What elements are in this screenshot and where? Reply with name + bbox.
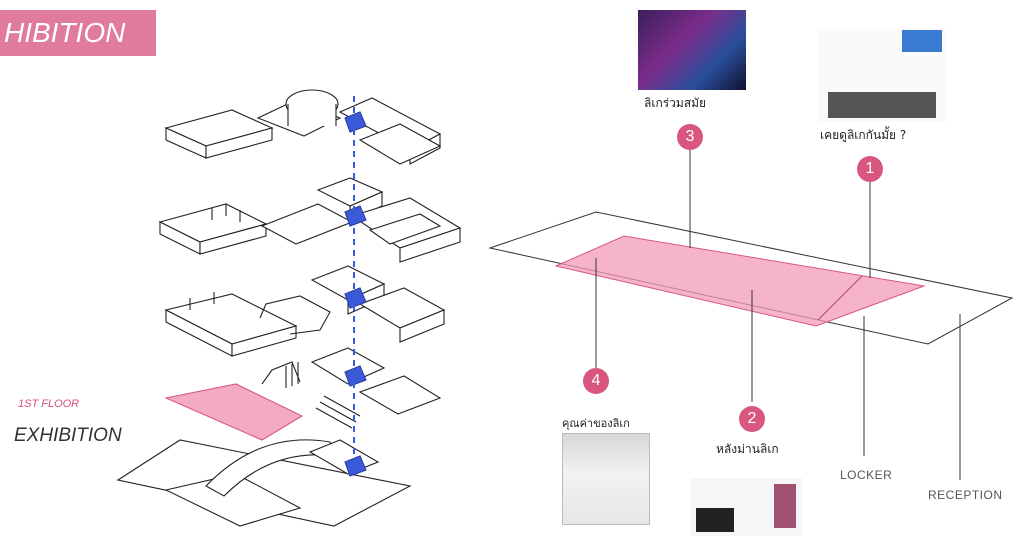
floor-name-label: EXHIBITION: [14, 425, 122, 447]
reception-label: RECEPTION: [928, 488, 1003, 502]
floor-1: [118, 348, 440, 526]
exhibition-zone-highlight: [556, 236, 924, 326]
axonometric-building: [118, 90, 460, 526]
page-title: HIBITION: [0, 10, 156, 56]
callout-1-label: เคยดูลิเกกันมั้ย ?: [820, 126, 906, 145]
floor-3: [160, 178, 460, 262]
callout-1-number: 1: [857, 156, 883, 182]
contemporary-likay-photo: [638, 10, 746, 90]
callout-3-number: 3: [677, 124, 703, 150]
locker-label: LOCKER: [840, 468, 892, 482]
floor-2: [166, 266, 444, 356]
backstage-photos: [690, 478, 802, 536]
likay-value-photo: [562, 433, 650, 525]
callout-2-label: หลังม่านลิเก: [716, 440, 779, 459]
callout-2-number: 2: [739, 406, 765, 432]
callout-3-label: ลิเกร่วมสมัย: [644, 94, 706, 113]
floor-4: [166, 90, 440, 164]
callout-4-label: คุณค่าของลิเก: [562, 414, 630, 432]
floor-level-label: 1ST FLOOR: [18, 398, 79, 410]
callout-4-number: 4: [583, 368, 609, 394]
audience-photo: [818, 28, 946, 122]
